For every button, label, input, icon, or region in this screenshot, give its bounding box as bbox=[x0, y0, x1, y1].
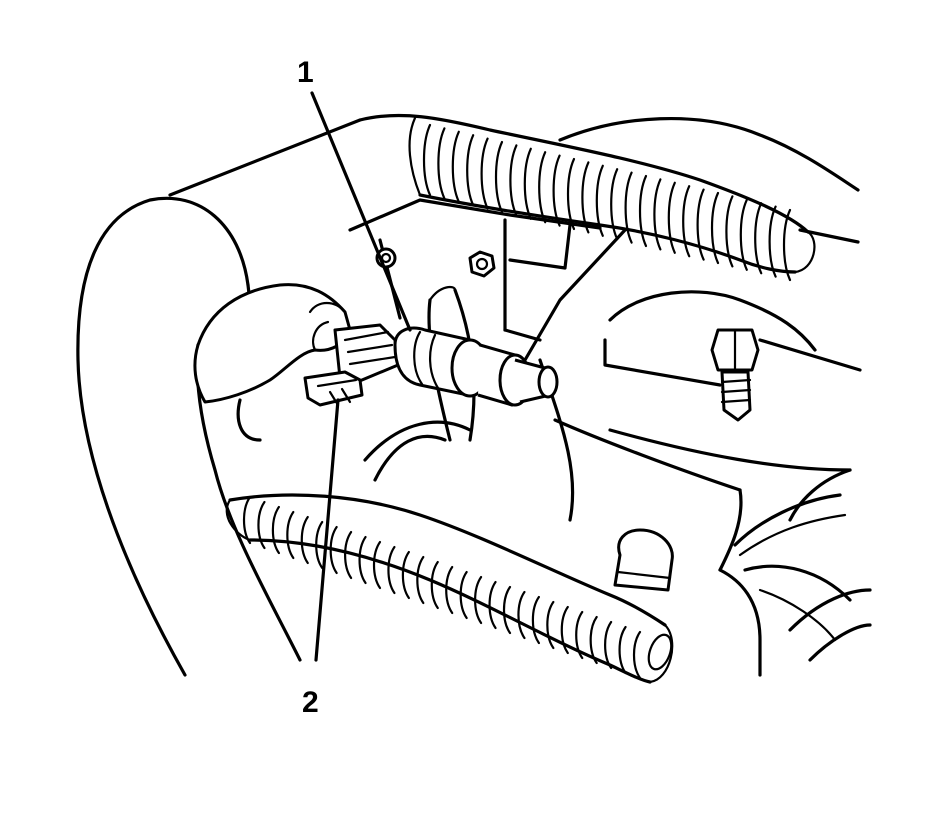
harness-rib bbox=[768, 205, 777, 278]
harness-rib bbox=[344, 530, 353, 580]
harness-rib bbox=[494, 140, 504, 214]
harness-rib bbox=[372, 540, 382, 590]
harness-rib bbox=[437, 127, 446, 200]
harness-rib bbox=[624, 171, 633, 244]
harness-rib bbox=[459, 570, 468, 620]
harness-rib bbox=[480, 137, 489, 210]
harness-rib bbox=[451, 130, 460, 203]
harness-rib bbox=[739, 198, 748, 271]
harness-rib bbox=[710, 191, 720, 265]
lower-wiring-harness bbox=[225, 493, 674, 684]
harness-rib bbox=[754, 202, 763, 275]
electrical-connector bbox=[303, 323, 400, 407]
harness-rib bbox=[271, 505, 280, 555]
callout-1-leader bbox=[310, 91, 412, 332]
harness-rib bbox=[430, 560, 439, 610]
harness-rib bbox=[474, 575, 483, 625]
harness-rib bbox=[286, 510, 295, 560]
harness-rib bbox=[300, 515, 309, 565]
harness-rib bbox=[575, 610, 584, 660]
harness-rib bbox=[782, 208, 792, 282]
harness-rib bbox=[560, 605, 569, 655]
upper-wiring-harness bbox=[358, 113, 816, 282]
harness-rib bbox=[416, 555, 425, 605]
lower-pipe-fitting bbox=[236, 398, 674, 592]
right-housing bbox=[553, 418, 852, 677]
harness-rib bbox=[509, 144, 518, 217]
upper-frame-outline bbox=[168, 116, 860, 244]
harness-rib bbox=[329, 525, 338, 575]
large-pipe bbox=[76, 196, 302, 677]
technician-hand bbox=[193, 283, 352, 404]
harness-rib bbox=[610, 168, 619, 241]
harness-rib bbox=[538, 151, 547, 224]
harness-rib bbox=[422, 123, 432, 197]
threaded-stud bbox=[603, 290, 862, 422]
harness-rib bbox=[667, 181, 676, 254]
callout-1-label: 1 bbox=[297, 56, 314, 89]
harness-rib bbox=[638, 174, 648, 248]
harness-rib bbox=[488, 580, 497, 630]
harness-rib bbox=[358, 535, 367, 585]
sensor bbox=[393, 326, 559, 407]
bolt-upper-center bbox=[468, 250, 496, 278]
harness-rib bbox=[552, 154, 561, 227]
harness-rib bbox=[566, 157, 576, 231]
harness-rib bbox=[466, 134, 475, 207]
harness-rib bbox=[604, 620, 613, 670]
harness-rib bbox=[401, 550, 410, 600]
harness-rib bbox=[725, 195, 734, 268]
harness-rib bbox=[682, 185, 691, 258]
harness-rib bbox=[523, 147, 532, 220]
harness-rib bbox=[653, 178, 662, 251]
harness-rib bbox=[242, 495, 252, 545]
harness-rib bbox=[595, 164, 604, 237]
callout-2-leader bbox=[314, 398, 340, 662]
harness-rib bbox=[257, 500, 266, 550]
lower-right-boot bbox=[733, 493, 872, 662]
harness-rib bbox=[632, 630, 642, 680]
harness-rib bbox=[618, 625, 627, 675]
harness-rib bbox=[546, 600, 555, 650]
harness-rib bbox=[445, 565, 454, 615]
harness-rib bbox=[589, 615, 598, 665]
harness-rib bbox=[531, 595, 540, 645]
harness-rib bbox=[315, 520, 324, 570]
harness-rib bbox=[517, 590, 526, 640]
harness-rib bbox=[502, 585, 512, 635]
harness-rib bbox=[696, 188, 705, 261]
callout-2-label: 2 bbox=[302, 686, 319, 719]
harness-rib bbox=[387, 545, 396, 595]
